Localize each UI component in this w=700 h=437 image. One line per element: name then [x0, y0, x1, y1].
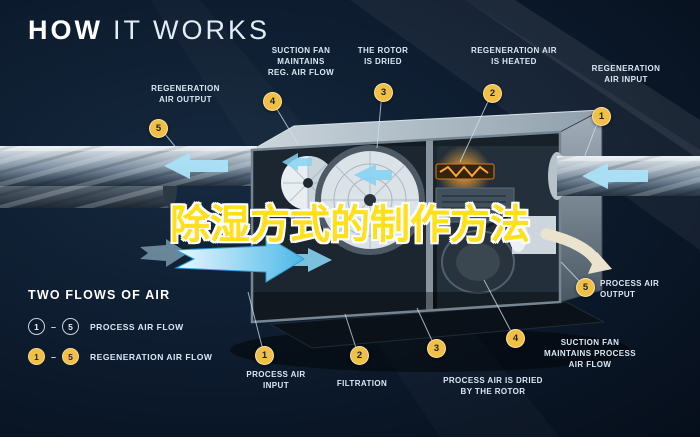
legend-title: TWO FLOWS OF AIR — [28, 288, 171, 302]
process-air-input-arrow-secondary — [140, 239, 188, 267]
badge-regeneration-3: 3 — [374, 83, 393, 102]
interior-flow-arrow — [288, 248, 332, 272]
badge-process-4: 4 — [506, 329, 525, 348]
unit-base — [268, 301, 606, 349]
process-fan-drum — [441, 208, 521, 294]
legend-regeneration-label: REGENERATION AIR FLOW — [90, 351, 213, 362]
label-filtration: FILTRATION — [336, 379, 388, 388]
label-process-air-input: PROCESS AIR INPUT — [246, 370, 306, 390]
legend-process-label: PROCESS AIR FLOW — [90, 321, 184, 332]
regeneration-output-flow-arrow — [164, 153, 228, 179]
unit-right-face — [559, 109, 603, 303]
legend-row-regeneration: 1 – 5 REGENERATION AIR FLOW — [28, 348, 212, 365]
rotor-part — [315, 145, 425, 255]
label-suction-fan-process: SUCTION FAN MAINTAINS PROCESS AIR FLOW — [544, 338, 636, 369]
title-it-works: IT WORKS — [112, 15, 270, 45]
legend-range-dash: – — [51, 351, 57, 362]
label-regeneration-air-input: REGENERATION AIR INPUT — [591, 64, 661, 84]
badge-regeneration-5: 5 — [149, 119, 168, 138]
badge-process-2: 2 — [350, 346, 369, 365]
title-how: HOW — [28, 15, 103, 45]
label-regeneration-air-heated: REGENERATION AIR IS HEATED — [471, 46, 557, 66]
process-air-output-arrow — [540, 228, 612, 274]
interior-flow-arrow — [354, 164, 392, 186]
label-process-air-dried: PROCESS AIR IS DRIED BY THE ROTOR — [443, 376, 543, 396]
badge-regeneration-2: 2 — [483, 84, 502, 103]
label-regeneration-air-output: REGENERATION AIR OUTPUT — [151, 84, 220, 104]
legend-process-start-badge: 1 — [28, 318, 45, 335]
label-rotor-is-dried: THE ROTOR IS DRIED — [357, 46, 409, 66]
legend-process-end-badge: 5 — [62, 318, 80, 335]
interior-flow-arrow — [282, 153, 312, 171]
legend-range-dash: – — [51, 321, 57, 332]
badge-regeneration-1: 1 — [592, 107, 611, 126]
label-suction-fan-reg: SUCTION FAN MAINTAINS REG. AIR FLOW — [267, 46, 335, 77]
process-air-input-arrow — [174, 235, 305, 283]
watermark-overlay-text: 除湿方式的制作方法 — [170, 203, 530, 247]
badge-regeneration-4: 4 — [263, 92, 282, 111]
dehumidifier-unit — [250, 109, 603, 324]
badge-process-3: 3 — [427, 339, 446, 358]
legend-regeneration-end-badge: 5 — [62, 348, 80, 365]
label-process-air-output: PROCESS AIR OUTPUT — [600, 279, 660, 299]
duct-regeneration-output — [0, 146, 257, 186]
legend-regeneration-start-badge: 1 — [28, 348, 45, 365]
badge-process-1: 1 — [255, 346, 274, 365]
legend-row-process: 1 – 5 PROCESS AIR FLOW — [28, 318, 184, 335]
page-title: HOW IT WORKS — [28, 15, 270, 46]
light-beam — [465, 0, 700, 160]
regeneration-input-flow-arrow — [582, 163, 648, 189]
badge-process-5: 5 — [576, 278, 595, 297]
